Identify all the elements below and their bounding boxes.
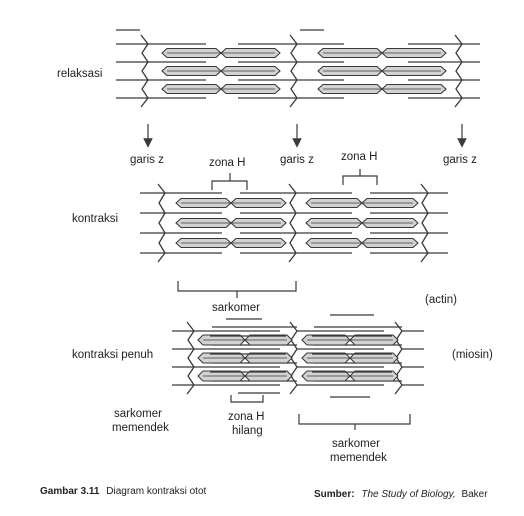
figure-text: Diagram kontraksi otot [106,486,206,497]
z-disc [290,43,298,63]
label-kontraksi: kontraksi [72,213,118,225]
zona-h-bracket-left [211,173,248,190]
z-disc-end [288,183,297,194]
z-disc [158,232,166,254]
z-disc [289,212,297,234]
z-disc [141,43,149,63]
figure-caption: Gambar 3.11 Diagram kontraksi otot [40,486,207,497]
label-sarkomer: sarkomer [212,302,260,314]
z-disc [290,79,298,99]
label-zona-h-left: zona H [209,157,245,169]
z-disc-end [454,97,463,108]
source-title: The Study of Biology, [361,489,455,500]
z-disc [187,348,195,368]
sarkomer-bracket [177,281,297,298]
label-actin: (actin) [425,294,457,306]
label-zona-h-hilang-2: hilang [232,425,263,437]
z-disc [421,192,429,214]
z-disc [455,61,463,81]
z-disc [289,232,297,254]
z-disc-end [186,321,195,332]
z-disc-end [289,384,298,395]
z-disc [158,212,166,234]
z-disc-end [157,183,166,194]
label-zona-h-right: zona H [341,151,377,163]
z-disc-end [140,34,149,45]
z-disc [421,232,429,254]
z-disc-end [289,97,298,108]
full-contraction-panel [172,314,424,398]
z-disc-end [420,252,429,263]
label-sarkomer-memendek-left-2: memendek [112,422,169,434]
label-sarkomer-memendek-bottom-1: sarkomer [332,438,380,450]
zona-h-bracket-right [342,169,378,185]
z-disc [158,192,166,214]
z-disc [187,330,195,350]
label-garis-z-right: garis z [443,154,477,166]
z-disc-end [186,384,195,395]
z-disc [290,61,298,81]
z-disc-end [140,97,149,108]
z-disc [187,366,195,386]
z-disc-end [289,34,298,45]
label-sarkomer-memendek-bottom-2: memendek [330,452,387,464]
source-label: Sumber: [314,489,355,500]
z-disc [289,192,297,214]
label-kontraksi-penuh: kontraksi penuh [72,349,153,361]
label-zona-h-hilang-1: zona H [228,411,264,423]
z-disc-end [394,384,403,395]
contraction-panel [140,183,448,263]
z-disc [455,43,463,63]
z-disc-end [454,34,463,45]
label-miosin: (miosin) [452,349,493,361]
sarkomer-memendek-bracket [298,414,411,430]
zona-h-hilang-bracket [230,395,264,403]
z-disc [141,79,149,99]
relaxation-panel [116,29,480,108]
label-sarkomer-memendek-left-1: sarkomer [114,408,162,420]
z-disc-end [420,183,429,194]
label-garis-z-left: garis z [130,154,164,166]
label-relaksasi: relaksasi [57,68,102,80]
z-disc [421,212,429,234]
source-author: Baker [461,489,488,500]
z-disc [455,79,463,99]
z-disc [141,61,149,81]
figure-label: Gambar 3.11 [40,486,100,497]
z-disc-end [157,252,166,263]
z-disc-end [288,252,297,263]
source-caption: Sumber: The Study of Biology, Baker [314,489,488,500]
label-garis-z-mid: garis z [280,154,314,166]
